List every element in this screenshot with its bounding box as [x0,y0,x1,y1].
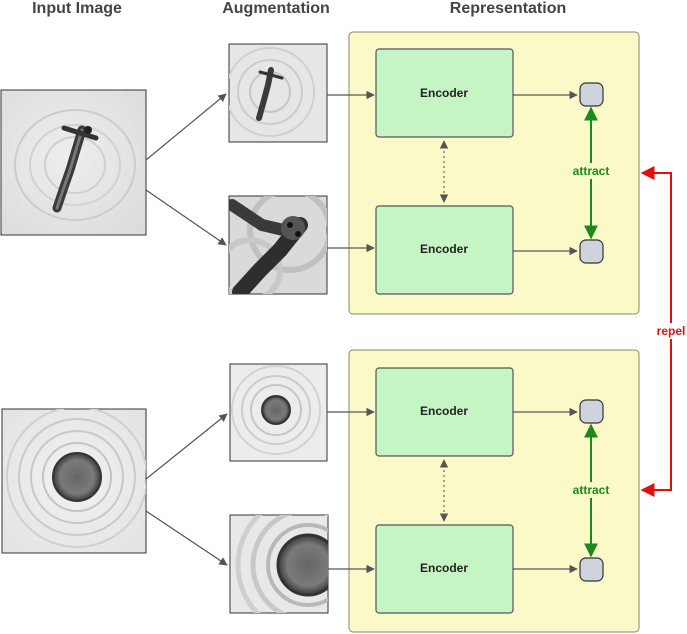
representation-node-1b [579,239,604,264]
input-image-round [1,408,147,554]
encoder-label: Encoder [420,86,468,100]
augmented-image-1a [228,43,328,143]
augmented-image-2b [229,514,329,614]
encoder-label: Encoder [420,561,468,575]
header-augmentation: Augmentation [222,0,330,17]
representation-node-2a [579,399,604,424]
arrow-input1-to-aug1b [145,189,227,246]
encoder-2b: Encoder [375,524,514,614]
representation-node-1a [579,82,604,107]
attract-label-bg [567,163,615,179]
input-image-elongated [0,89,147,236]
attract-label-bottom: attract [573,483,610,497]
encoder-label: Encoder [420,404,468,418]
repel-label: repel [657,324,686,338]
augmented-image-2a [229,363,328,462]
encoder-2a: Encoder [375,367,514,457]
arrow-input1-to-aug1a [145,93,227,161]
arrow-input2-to-aug2a [145,413,228,480]
encoder-1a: Encoder [375,48,514,138]
repel-label-bg [653,323,687,339]
encoder-label: Encoder [420,242,468,256]
augmented-image-1b [228,195,328,295]
attract-label-bg [567,482,615,498]
header-input-image: Input Image [32,0,122,17]
attract-label-top: attract [573,164,610,178]
header-representation: Representation [450,0,566,17]
arrow-input2-to-aug2b [145,510,228,566]
encoder-1b: Encoder [375,205,514,295]
representation-node-2b [579,557,604,582]
